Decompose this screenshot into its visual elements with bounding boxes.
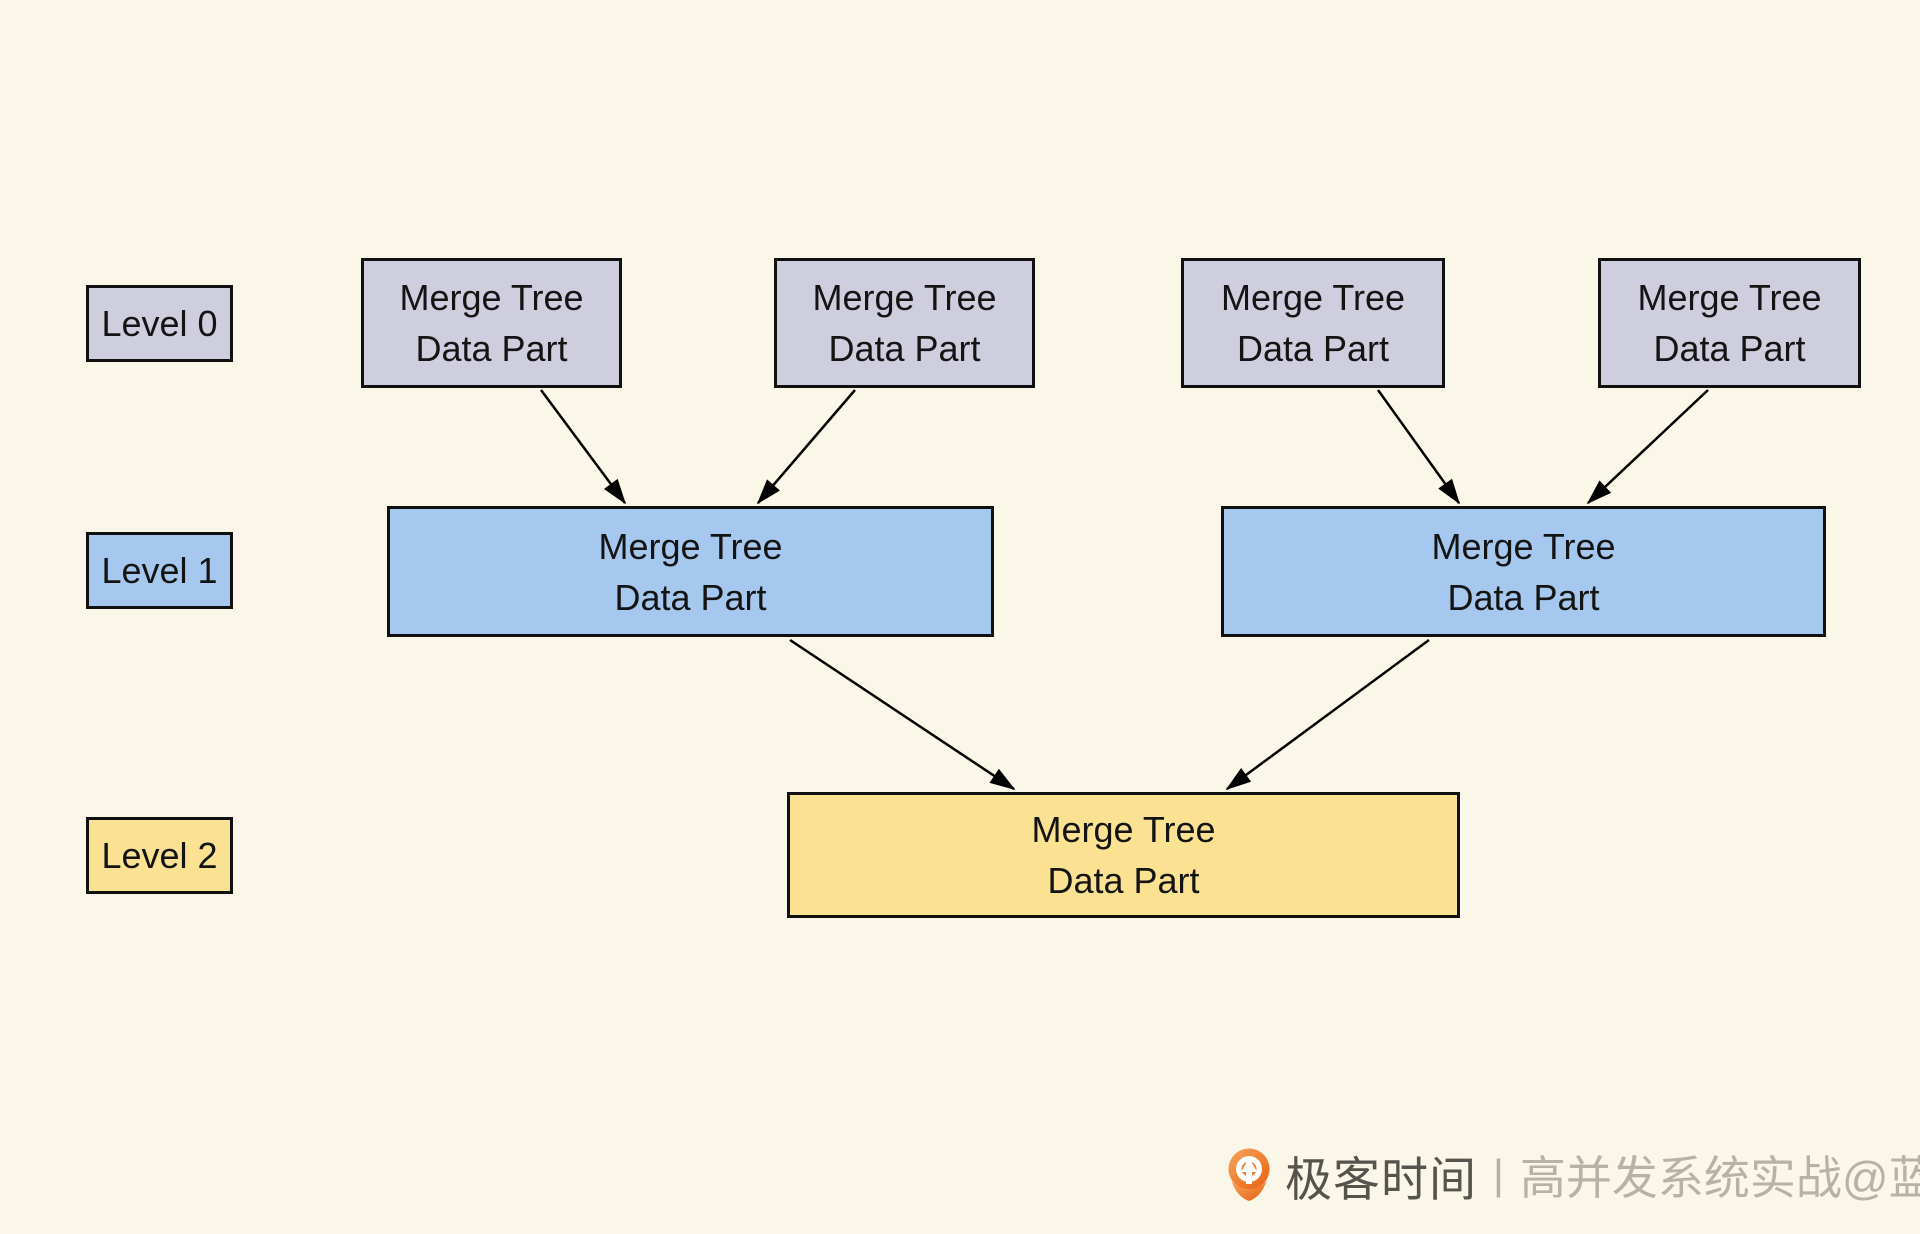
arrow-l1p2-to-l2p1: [1225, 638, 1430, 791]
node-level0-part4: Merge Tree Data Part: [1598, 258, 1861, 388]
legend-level-0: Level 0: [86, 285, 233, 362]
node-text-line2: Data Part: [1236, 328, 1390, 369]
legend-level-2-label: Level 2: [101, 834, 218, 876]
node-text-line1: Merge Tree: [598, 525, 783, 567]
node-text-line1: Merge Tree: [399, 277, 584, 318]
node-text-line1: Merge Tree: [1220, 277, 1406, 318]
node-text-line2: Data Part: [1653, 328, 1806, 369]
node-text-line2: Data Part: [828, 328, 981, 369]
node-text-line2: Data Part: [614, 576, 767, 618]
node-text-line2: Data Part: [415, 328, 568, 369]
node-text-line2: Data Part: [1047, 860, 1200, 901]
legend-level-0-label: Level 0: [101, 302, 218, 344]
arrow-l0p1-to-l1p1: [539, 389, 627, 505]
watermark-brand-text: 极客时间: [1285, 1152, 1477, 1206]
watermark-separator: |: [1493, 1151, 1504, 1198]
watermark: 极客时间 | 高并发系统实战@蓝天: [1226, 1146, 1920, 1206]
node-level1-part1: Merge Tree Data Part: [387, 506, 994, 637]
node-level1-part2: Merge Tree Data Part: [1221, 506, 1826, 637]
legend-level-1-label: Level 1: [101, 549, 218, 591]
node-text-line1: Merge Tree: [1031, 809, 1216, 850]
arrow-l0p4-to-l1p2: [1586, 389, 1709, 505]
arrow-l0p2-to-l1p1: [756, 389, 856, 505]
watermark-credit-text: 高并发系统实战@蓝天: [1519, 1152, 1920, 1204]
node-level0-part1: Merge Tree Data Part: [361, 258, 622, 388]
node-text-line1: Merge Tree: [1637, 277, 1822, 318]
node-level0-part3: Merge Tree Data Part: [1181, 258, 1445, 388]
node-text-line2: Data Part: [1447, 576, 1600, 618]
arrow-l1p1-to-l2p1: [789, 638, 1016, 791]
node-level0-part2: Merge Tree Data Part: [774, 258, 1035, 388]
legend-level-1: Level 1: [86, 532, 233, 609]
arrow-l0p3-to-l1p2: [1376, 389, 1461, 505]
node-level2-part1: Merge Tree Data Part: [787, 792, 1460, 918]
geektime-logo-icon: [1228, 1148, 1270, 1201]
legend-level-2: Level 2: [86, 817, 233, 894]
node-text-line1: Merge Tree: [1431, 525, 1616, 567]
node-text-line1: Merge Tree: [812, 277, 997, 318]
